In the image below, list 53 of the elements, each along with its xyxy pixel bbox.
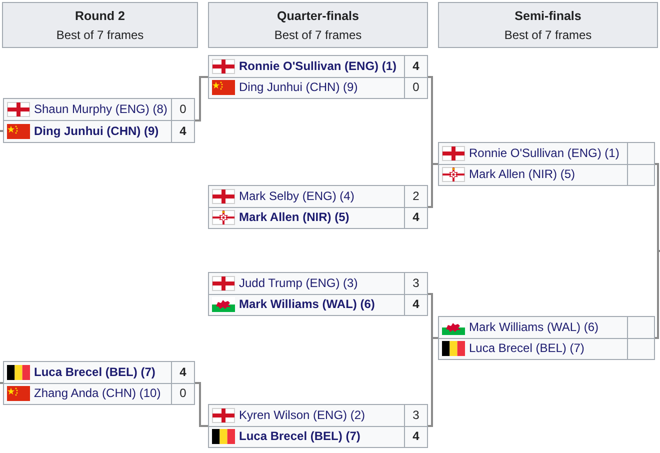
round-header xyxy=(208,2,428,48)
bracket-line xyxy=(428,337,438,427)
bracket-line xyxy=(655,163,660,252)
match-box xyxy=(438,316,655,360)
bracket-line xyxy=(655,250,660,339)
round-title: Quarter-finals xyxy=(277,8,359,25)
player-name: Mark Williams (WAL) (6) xyxy=(239,297,375,312)
player-name: Mark Selby (ENG) (4) xyxy=(239,188,354,204)
round-title: Semi-finals xyxy=(514,8,582,25)
score-cell: 3 xyxy=(404,405,427,426)
player-name: Mark Allen (NIR) (5) xyxy=(469,167,576,182)
score-cell: 4 xyxy=(404,426,427,447)
match-box xyxy=(3,361,195,405)
round-header xyxy=(2,2,198,48)
bracket-line xyxy=(428,163,438,208)
bracket-line xyxy=(195,382,208,427)
score-cell: 4 xyxy=(171,121,194,142)
player-name: Shaun Murphy (ENG) (8) xyxy=(34,102,168,117)
score-cell: 4 xyxy=(404,294,427,315)
score-cell: 0 xyxy=(171,99,194,120)
score-cell: 0 xyxy=(171,384,194,404)
match-box xyxy=(438,142,655,186)
bracket-line xyxy=(0,130,3,132)
score-cell: 2 xyxy=(404,186,427,206)
bracket-line xyxy=(195,76,208,122)
score-cell: 3 xyxy=(404,273,427,294)
player-name: Luca Brecel (BEL) (7) xyxy=(34,364,156,380)
match-box xyxy=(208,185,428,229)
player-name: Ding Junhui (CHN) (9) xyxy=(239,80,358,96)
player-name: Zhang Anda (CHN) (10) xyxy=(34,386,161,402)
player-name: Kyren Wilson (ENG) (2) xyxy=(239,408,366,423)
score-cell: 4 xyxy=(404,56,427,76)
bracket-line xyxy=(0,382,3,384)
player-name: Luca Brecel (BEL) (7) xyxy=(239,429,360,444)
match-format: Best of 7 frames xyxy=(504,27,592,44)
match-box xyxy=(3,98,195,143)
player-name: Luca Brecel (BEL) (7) xyxy=(469,341,584,356)
score-cell: 4 xyxy=(404,208,427,228)
player-name: Ding Junhui (CHN) (9) xyxy=(34,124,159,139)
player-name: Judd Trump (ENG) (3) xyxy=(239,276,358,291)
score-cell: 4 xyxy=(171,362,194,382)
player-name: Mark Allen (NIR) (5) xyxy=(239,210,350,226)
match-box xyxy=(208,272,428,316)
player-name: Ronnie O'Sullivan (ENG) (1) xyxy=(469,146,620,161)
match-format: Best of 7 frames xyxy=(56,27,144,44)
player-name: Mark Williams (WAL) (6) xyxy=(469,320,599,335)
player-name: Ronnie O'Sullivan (ENG) (1) xyxy=(239,58,397,74)
round-header xyxy=(438,2,658,48)
match-box xyxy=(208,404,428,448)
score-cell: 0 xyxy=(404,78,427,98)
round-title: Round 2 xyxy=(75,8,125,25)
match-box xyxy=(208,55,428,99)
match-format: Best of 7 frames xyxy=(274,27,362,44)
